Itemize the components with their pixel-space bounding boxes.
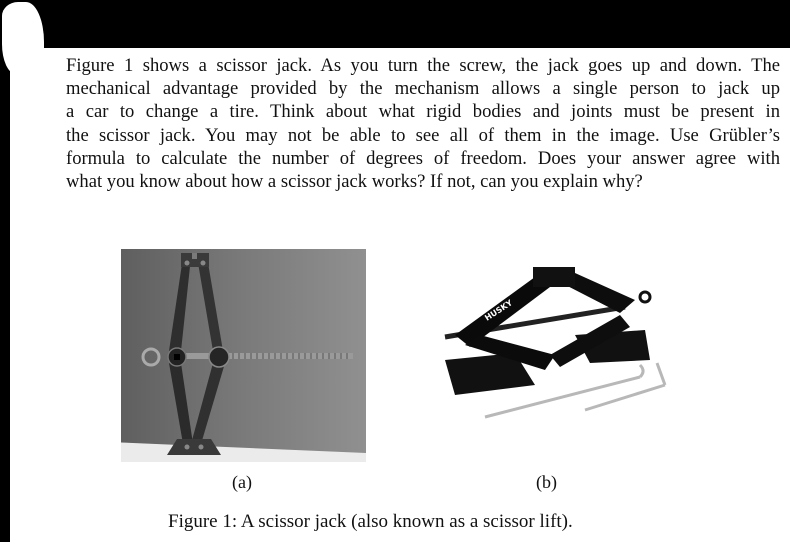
figure-a-photo xyxy=(121,249,366,462)
scissor-jack-a-drawing xyxy=(141,253,353,455)
white-blob-artifact-top xyxy=(30,20,42,50)
figure-b-photo: HUSKY xyxy=(425,255,675,425)
text-line: Figure 1 shows a scissor jack. As you tu… xyxy=(66,55,780,76)
text-line: mechanical advantage provided by the mec… xyxy=(66,78,780,100)
problem-paragraph: Figure 1 shows a scissor jack. As you tu… xyxy=(66,54,780,193)
text-line: the scissor jack. You may not be able to… xyxy=(66,124,780,146)
text-line: formula to calculate the number of degre… xyxy=(66,147,780,169)
text-line: what you know about how a scissor jack w… xyxy=(66,171,643,193)
figure-caption: Figure 1: A scissor jack (also known as … xyxy=(168,511,573,532)
text-line: a car to change a tire. Think about what… xyxy=(66,101,780,123)
subfigure-a-label: (a) xyxy=(232,472,252,492)
scissor-jack-b-drawing: HUSKY xyxy=(444,267,667,419)
subfigure-b-label: (b) xyxy=(536,472,557,492)
